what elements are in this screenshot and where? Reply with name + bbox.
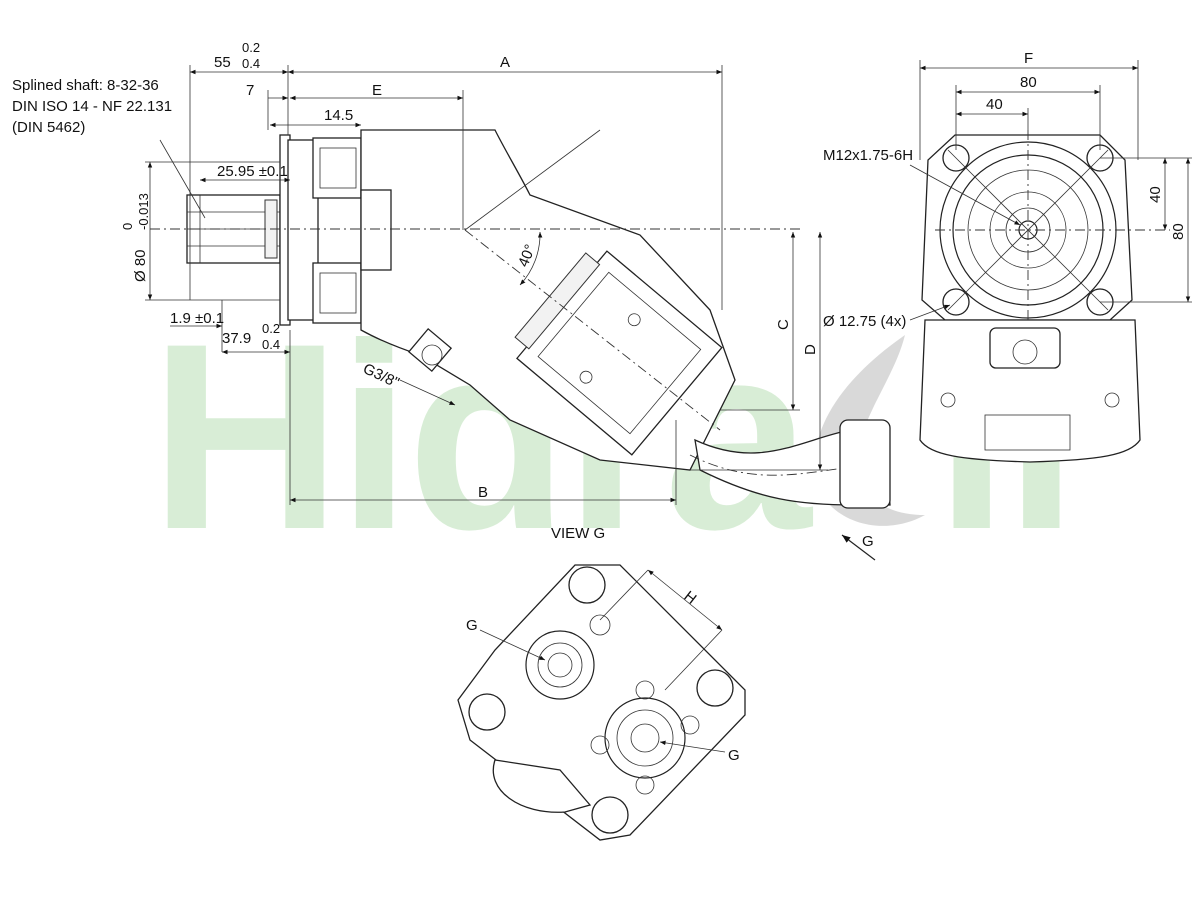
- dim-diameter-80-tol-lower: -0.013: [136, 193, 151, 230]
- side-view: Splined shaft: 8-32-36 DIN ISO 14 - NF 2…: [12, 40, 891, 561]
- dim-25-95: 25.95 ±0.1: [217, 163, 288, 180]
- dim-h: H: [681, 588, 700, 608]
- front-view: F 80 40 M12x1.75-6H 40 80 Ø 12.75 (4x): [823, 50, 1192, 463]
- dim-80-top: 80: [1020, 74, 1037, 91]
- dim-37-9-tol-plus: 0.2: [262, 321, 280, 336]
- thread-label: M12x1.75-6H: [823, 147, 913, 164]
- dim-40-right: 40: [1147, 186, 1164, 203]
- dim-b: B: [478, 484, 488, 501]
- shaft-note-line1: Splined shaft: 8-32-36: [12, 77, 159, 94]
- dim-55: 55: [214, 54, 231, 71]
- dim-80-right: 80: [1170, 223, 1187, 240]
- dim-55-tol-plus: 0.2: [242, 40, 260, 55]
- dim-d: D: [802, 344, 819, 355]
- hole-label: Ø 12.75 (4x): [823, 313, 906, 330]
- dim-c: C: [775, 319, 792, 330]
- shaft-note-line2: DIN ISO 14 - NF 22.131: [12, 98, 172, 115]
- dim-7: 7: [246, 82, 254, 99]
- port-fitting: [407, 327, 453, 373]
- dim-37-9: 37.9: [222, 330, 251, 347]
- dim-e: E: [372, 82, 382, 99]
- dim-55-tol-minus: 0.4: [242, 56, 260, 71]
- view-arrow-label: G: [862, 533, 874, 550]
- port-label-left: G: [466, 617, 478, 634]
- dim-40-top: 40: [986, 96, 1003, 113]
- dim-37-9-tol-minus: 0.4: [262, 337, 280, 352]
- dim-diameter-80-tol-upper: 0: [120, 223, 135, 230]
- view-g: VIEW G H G G: [457, 525, 746, 841]
- view-g-title: VIEW G: [551, 525, 605, 542]
- port-label-right: G: [728, 747, 740, 764]
- dim-14-5: 14.5: [324, 107, 353, 124]
- dim-a: A: [500, 54, 510, 71]
- shaft-note-line3: (DIN 5462): [12, 119, 85, 136]
- dim-1-9: 1.9 ±0.1: [170, 310, 224, 327]
- dim-f: F: [1024, 50, 1033, 67]
- dim-diameter-80: Ø 80: [132, 249, 149, 282]
